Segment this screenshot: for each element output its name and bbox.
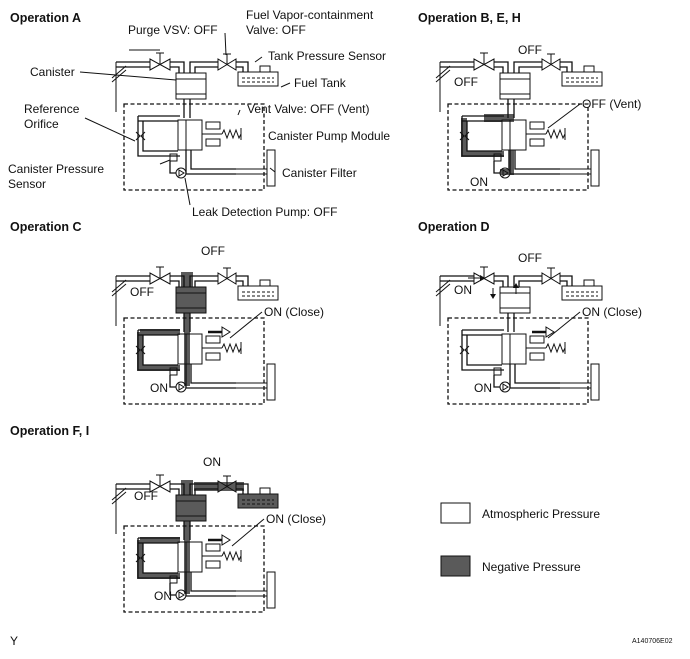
title-operation-d: Operation D [418,220,490,234]
fi-vent-label: ON (Close) [266,512,326,526]
c-purge-label: OFF [130,285,154,299]
d-top-label: OFF [518,251,542,265]
legend-negative: Negative Pressure [482,560,581,574]
label-canister: Canister [30,65,75,79]
legend-swatch-atmospheric [440,502,471,524]
panel-operation-beh: Operation B, E, H OFF OFF OFF (Vent) ON [418,11,641,191]
label-fuel-tank: Fuel Tank [294,76,347,90]
fi-pump-label: ON [154,589,172,603]
title-operation-c: Operation C [10,220,82,234]
label-reference-1: Reference [24,102,80,116]
fi-top-label: ON [203,455,221,469]
label-cps-1: Canister Pressure [8,162,104,176]
d-pump-label: ON [474,381,492,395]
c-pump-label: ON [150,381,168,395]
c-vent-label: ON (Close) [264,305,324,319]
title-operation-a: Operation A [10,11,81,25]
label-tank-pressure-sensor: Tank Pressure Sensor [268,49,386,63]
footer-code: A140706E02 [632,638,673,645]
panel-operation-a: Operation A Purge VSV: OFF Fuel Vapor-co… [8,8,390,219]
title-operation-beh: Operation B, E, H [418,11,521,25]
c-top-label: OFF [201,244,225,258]
beh-pump-label: ON [470,175,488,189]
legend-swatch-negative [440,555,471,577]
panel-operation-fi: Operation F, I ON OFF ON (Close) ON [10,424,326,613]
legend-atmospheric: Atmospheric Pressure [482,507,600,521]
legend: Atmospheric Pressure Negative Pressure [440,502,600,577]
label-reference-2: Orifice [24,117,59,131]
label-fuel-vapor-1: Fuel Vapor-containment [246,8,374,22]
beh-purge-label: OFF [454,75,478,89]
panel-operation-c: Operation C OFF OFF ON (Close) ON [10,220,324,405]
fi-purge-label: OFF [134,489,158,503]
label-pump-module: Canister Pump Module [268,129,390,143]
schematic-a [111,52,279,191]
title-operation-fi: Operation F, I [10,424,89,438]
beh-top-label: OFF [518,43,542,57]
label-fuel-vapor-2: Valve: OFF [246,23,306,37]
label-vent-valve: Vent Valve: OFF (Vent) [247,102,370,116]
label-canister-filter: Canister Filter [282,166,357,180]
footer-left: Y [10,634,18,648]
d-vent-label: ON (Close) [582,305,642,319]
label-cps-2: Sensor [8,177,46,191]
label-purge-vsv: Purge VSV: OFF [128,23,218,37]
label-leak-pump: Leak Detection Pump: OFF [192,205,337,219]
d-purge-label: ON [454,283,472,297]
beh-vent-label: OFF (Vent) [582,97,641,111]
panel-operation-d: Operation D OFF ON ON (Close) ON [418,220,642,405]
